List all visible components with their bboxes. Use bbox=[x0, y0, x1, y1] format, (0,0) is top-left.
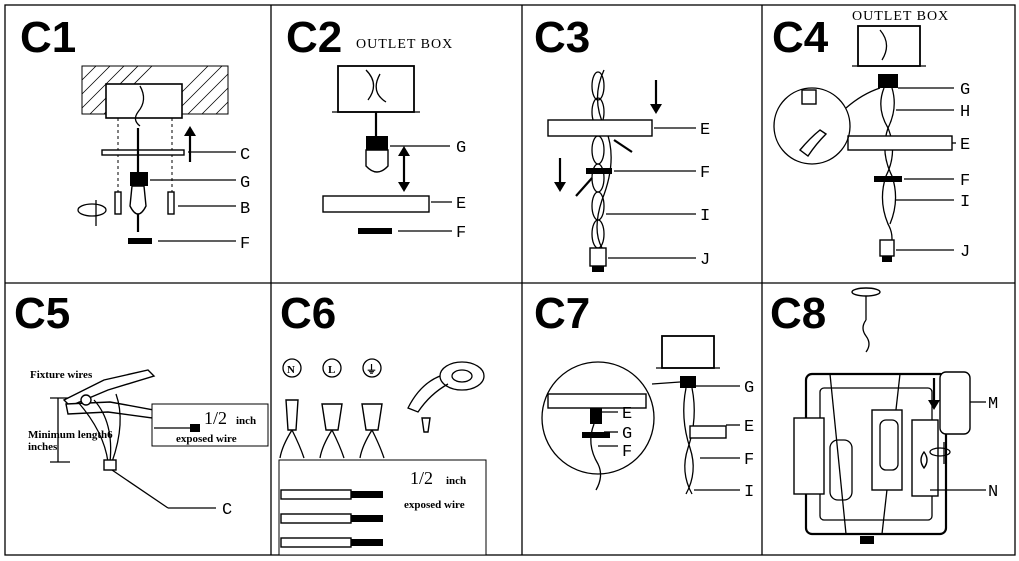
label-b: B bbox=[240, 200, 250, 219]
strip-detail-box bbox=[151, 403, 269, 447]
chain bbox=[591, 69, 612, 249]
inset-label-e: E bbox=[622, 405, 632, 424]
label-j: J bbox=[960, 243, 970, 262]
step-title: C2 bbox=[286, 13, 342, 62]
wire-nut-neutral: N bbox=[279, 358, 305, 459]
svg-text:L: L bbox=[328, 364, 335, 376]
label-h: H bbox=[960, 103, 970, 122]
label-g: G bbox=[744, 379, 754, 398]
step-title: C7 bbox=[534, 289, 590, 338]
panel-c5: C5 Fixture wires Minimum length6 inches … bbox=[14, 289, 269, 520]
chandelier-frame bbox=[793, 372, 948, 544]
label-f: F bbox=[960, 172, 970, 191]
tape-roll-icon bbox=[407, 361, 485, 433]
ceiling-hatch bbox=[81, 65, 229, 200]
exposed-wire-label: exposed wire bbox=[404, 499, 465, 511]
label-f: F bbox=[700, 164, 710, 183]
outlet-box bbox=[661, 335, 715, 369]
label-e: E bbox=[960, 136, 970, 155]
label-e: E bbox=[744, 418, 754, 437]
strip-unit: inch bbox=[236, 415, 256, 427]
canopy-e bbox=[847, 135, 953, 151]
panel-grid bbox=[4, 4, 1016, 556]
outlet-box-header: OUTLET BOX bbox=[356, 37, 453, 52]
outlet-box bbox=[857, 25, 921, 67]
inset-label-f: F bbox=[622, 443, 632, 462]
panel-c1: C1 C G B F bbox=[20, 13, 250, 254]
label-f: F bbox=[456, 224, 466, 243]
label-g: G bbox=[960, 81, 970, 100]
label-c: C bbox=[222, 501, 232, 520]
label-i: I bbox=[960, 193, 970, 212]
min-length-unit: inches bbox=[28, 441, 58, 453]
wire-nut-ground: ⏚ bbox=[359, 358, 385, 459]
label-n: N bbox=[988, 483, 998, 502]
collar-f bbox=[358, 228, 392, 234]
label-i: I bbox=[700, 207, 710, 226]
panel-c6: C6 N L ⏚ 1/2 inch exposed wire bbox=[278, 289, 487, 556]
label-f: F bbox=[744, 451, 754, 470]
label-f: F bbox=[240, 235, 250, 254]
detail-inset bbox=[773, 87, 851, 165]
label-e: E bbox=[700, 121, 710, 140]
min-length-label: Minimum length6 bbox=[28, 429, 113, 441]
strip-length: 1/2 bbox=[410, 468, 433, 488]
strip-unit: inch bbox=[446, 475, 466, 487]
outlet-box bbox=[337, 65, 415, 113]
panel-c7: C7 G E F I E G F bbox=[534, 289, 754, 502]
collar-f bbox=[874, 176, 902, 182]
collar-f bbox=[586, 168, 612, 174]
glass-shade-m bbox=[939, 371, 971, 435]
svg-text:N: N bbox=[287, 364, 295, 376]
stripped-wires bbox=[280, 489, 383, 548]
exposed-wire-label: exposed wire bbox=[176, 433, 237, 445]
step-title: C1 bbox=[20, 13, 76, 62]
strip-length: 1/2 bbox=[204, 408, 227, 428]
panel-c4: C4 OUTLET BOX G H E F I J bbox=[772, 9, 970, 262]
svg-text:⏚: ⏚ bbox=[366, 363, 377, 376]
label-c: C bbox=[240, 146, 250, 165]
detail-inset bbox=[541, 361, 655, 475]
ceiling-canopy bbox=[851, 287, 881, 297]
label-i: I bbox=[744, 483, 754, 502]
label-g: G bbox=[240, 174, 250, 193]
step-title: C4 bbox=[772, 13, 829, 62]
canopy-e bbox=[322, 195, 430, 213]
step-title: C6 bbox=[280, 289, 336, 338]
step-title: C8 bbox=[770, 289, 826, 338]
fixture-wires-label: Fixture wires bbox=[30, 369, 93, 381]
panel-c8: C8 M N bbox=[770, 287, 998, 544]
panel-c3: C3 E F I J bbox=[534, 13, 710, 272]
label-e: E bbox=[456, 195, 466, 214]
label-g: G bbox=[456, 139, 466, 158]
step-title: C5 bbox=[14, 289, 70, 338]
label-m: M bbox=[988, 395, 998, 414]
wire-nut-live: L bbox=[319, 358, 345, 459]
panel-c2: C2 OUTLET BOX G E F bbox=[286, 13, 466, 243]
finial-f bbox=[128, 238, 152, 244]
crossbar bbox=[101, 149, 185, 156]
label-j: J bbox=[700, 251, 710, 270]
outlet-box-header: OUTLET BOX bbox=[852, 9, 949, 24]
canopy-e bbox=[547, 119, 653, 137]
inset-label-g: G bbox=[622, 425, 632, 444]
step-title: C3 bbox=[534, 13, 590, 62]
